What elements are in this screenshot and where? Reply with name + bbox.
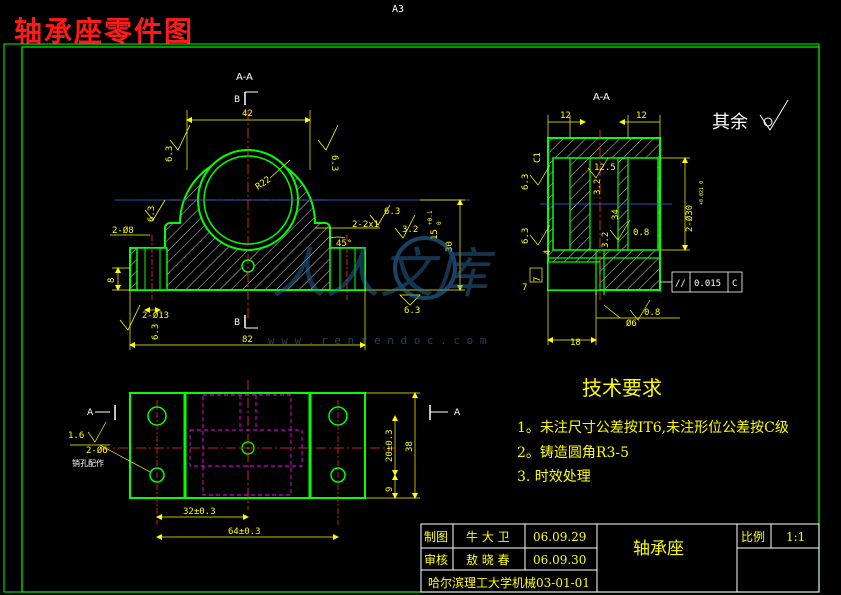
plan-dim-9: 9 — [385, 487, 395, 492]
side-dia-6: Ø6 — [626, 318, 637, 329]
tech-req-heading: 技术要求 — [582, 376, 662, 400]
plan-dim-20: 20±0.3 — [385, 429, 395, 462]
dim-bolt-hole: 2-Ø8 — [112, 225, 134, 236]
side-dim-12-left: 12 — [560, 111, 571, 121]
tol-lower: 0 — [436, 221, 443, 225]
side-dim-4: 4 — [543, 250, 553, 255]
cut-mark-top: B — [234, 95, 240, 105]
tb-scale-value: 1:1 — [786, 530, 805, 544]
plan-mark-left: A — [87, 408, 94, 418]
plan-outline — [129, 392, 366, 499]
side-dim-7: 7 — [522, 283, 527, 293]
watermark: 人人文库 w w w . r e n r e n d o c . c o m — [268, 236, 496, 347]
dim-chamfer: 2-2x1 — [352, 220, 379, 230]
side-dim-18: 18 — [570, 338, 581, 348]
side-dim-7b: 7 — [533, 277, 543, 282]
side-view — [540, 130, 672, 300]
plan-dim-32: 32±0.3 — [183, 507, 216, 517]
rough-base: 6.3 — [147, 206, 157, 222]
tb-drawn-by: 牛 大 卫 — [466, 529, 510, 544]
tb-checked-date: 06.09.30 — [533, 553, 586, 567]
tb-drawn-date: 06.09.29 — [533, 530, 586, 544]
tol-upper: +0.1 — [427, 210, 434, 225]
rough-bottom: 6.3 — [404, 306, 420, 316]
plan-mark-right: A — [454, 408, 461, 418]
side-dia-30-tol: +0.021 0 — [699, 181, 705, 205]
cut-mark-bottom: B — [234, 318, 240, 328]
tol-value-15: 15 — [430, 229, 440, 240]
geometric-tolerance-frame — [660, 271, 743, 293]
rough-mid: 3.2 — [402, 225, 418, 235]
side-width-34: 34 — [611, 209, 621, 220]
side-dim-12-right: 12 — [636, 111, 647, 121]
side-chamfer: C1 — [533, 152, 543, 163]
tb-checked-label: 审核 — [424, 552, 448, 567]
plan-dim-64: 64±0.3 — [228, 527, 261, 537]
dim-angle-45: 45° — [336, 239, 352, 249]
dim-bolt-bore: 2-Ø13 — [142, 310, 169, 321]
dim-total-82: 82 — [242, 335, 253, 345]
rough-left: 6.3 — [165, 146, 175, 162]
side-rough-a: 12.5 — [594, 163, 616, 173]
tol-value: 0.015 — [694, 279, 721, 289]
tb-drawn-label: 制图 — [424, 530, 448, 544]
dim-base-height: 8 — [107, 278, 117, 283]
page-title: 轴承座零件图 — [14, 15, 195, 48]
front-bolt-bore-right — [329, 247, 366, 291]
watermark-logo: 人人文库 — [272, 242, 496, 305]
tol-datum: C — [732, 279, 737, 289]
rough-bolt: 6.3 — [151, 324, 161, 340]
side-dia-30: 2-Ø30 — [684, 205, 695, 232]
tol-symbol: // — [675, 279, 686, 289]
tb-part-name: 轴承座 — [633, 539, 684, 559]
tech-req-item-3: 3. 时效处理 — [517, 469, 591, 485]
tb-checked-by: 敖 晓 春 — [466, 552, 510, 567]
side-rough-b: 3.2 — [593, 179, 603, 195]
plan-hole-note: 销孔配作 — [72, 458, 104, 468]
plan-rough-hole: 1.6 — [68, 431, 84, 441]
side-rough-d: 3.2 — [601, 232, 611, 248]
outer-frame — [3, 43, 820, 593]
plan-dim-38: 38 — [405, 441, 415, 452]
side-rough-e: 0.8 — [633, 228, 649, 238]
tech-req-item-1: 1。未注尺寸公差按IT6,未注形位公差按C级 — [517, 420, 789, 436]
rough-groove: 6.3 — [384, 207, 400, 217]
tech-req-item-2: 2。铸造圆角R3-5 — [517, 445, 629, 461]
side-rough-g: 0.8 — [644, 308, 660, 318]
dim-width-42: 42 — [242, 109, 253, 119]
plan-view — [100, 380, 395, 525]
tb-scale-label: 比例 — [741, 530, 765, 544]
side-view-section-label: A-A — [593, 92, 610, 103]
title-block — [420, 523, 820, 593]
front-view-section-label: A-A — [236, 72, 253, 83]
plan-holes: 2-Ø6 — [86, 445, 108, 456]
rough-right: 6.3 — [329, 155, 339, 171]
front-view — [115, 110, 470, 320]
sheet-size-label: A3 — [392, 4, 405, 15]
roughness-symbol-icon — [759, 99, 789, 131]
dim-height-30: 30 — [445, 241, 455, 252]
side-rough-f: 6.3 — [521, 228, 531, 244]
side-rough-c: 6.3 — [521, 174, 531, 190]
tb-school: 哈尔滨理工大学机械03-01-01 — [428, 575, 590, 590]
other-surfaces-label: 其余 — [712, 112, 748, 133]
watermark-url: w w w . r e n r e n d o c . c o m — [268, 334, 487, 347]
